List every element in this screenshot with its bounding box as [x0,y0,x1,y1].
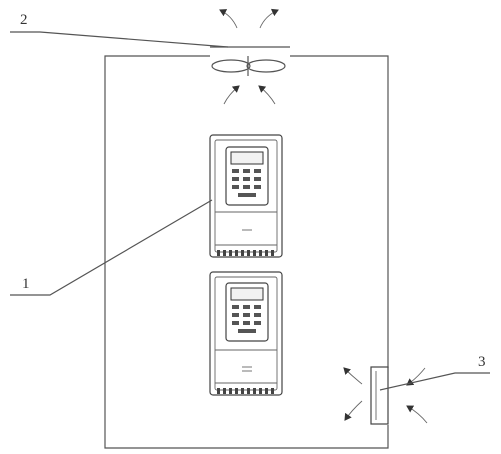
airflow-in-right-arrow-icon [258,85,276,105]
inverter-lower [209,271,283,396]
inverter-lower-buttons [232,305,261,333]
vent-arrow-left-lower-icon [344,400,363,421]
airflow-out-right-arrow-icon [259,8,279,29]
leader-line-vent [379,372,490,391]
callout-label-fan: 2 [20,12,28,28]
callout-label-inverter: 1 [22,276,30,292]
side-vent-frame [370,366,389,425]
leader-line-fan [10,31,229,48]
side-vent [343,366,428,425]
inverter-lower-display [230,287,264,301]
airflow-out-left-arrow-icon [219,9,238,29]
fan-assembly [210,8,290,105]
inverter-upper-panel [214,139,278,253]
vent-arrow-left-upper-icon [343,367,363,385]
callout-label-vent: 3 [478,354,486,370]
inverter-upper-vents [217,250,274,256]
fan-blade-right [246,59,286,73]
inverter-lower-vents [217,388,274,394]
leader-line-inverter [10,199,213,296]
airflow-in-left-arrow-icon [223,85,240,105]
inverter-upper-display [230,151,264,165]
cabinet-enclosure [104,55,389,449]
vent-arrow-right-lower-icon [406,405,428,424]
inverter-upper [209,134,283,258]
inverter-upper-buttons [232,169,261,197]
inverter-lower-panel [214,276,278,391]
fan-blade-left [211,59,251,73]
